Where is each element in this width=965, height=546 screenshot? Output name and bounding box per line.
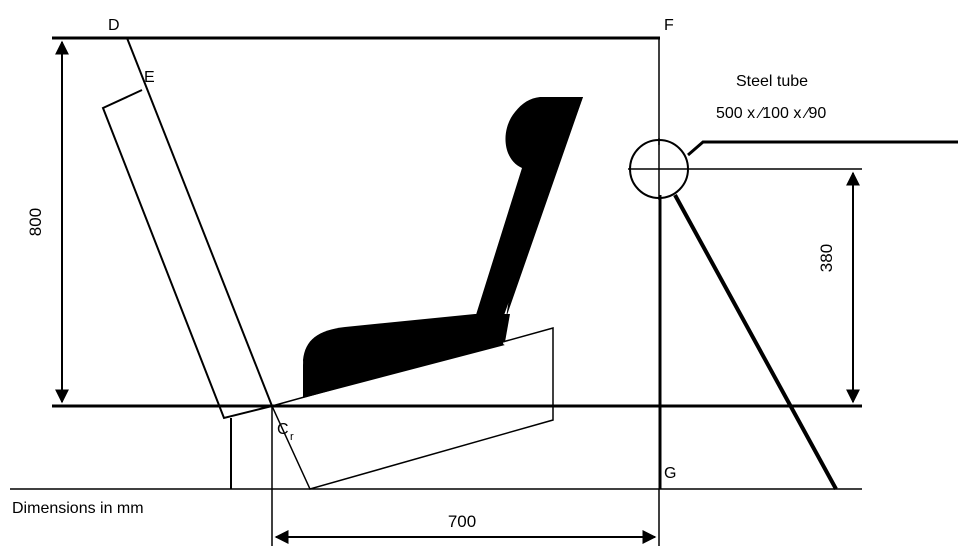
tube-support-strut	[673, 194, 838, 490]
seat-cushion-silhouette	[303, 314, 510, 396]
point-e-label: E	[144, 69, 155, 86]
point-d-label: D	[108, 17, 120, 34]
seat-back-silhouette	[475, 97, 583, 318]
backrest-line-d-cr	[126, 37, 273, 407]
steel-tube-title: Steel tube	[736, 73, 808, 90]
dimension-800-label: 800	[26, 208, 45, 236]
point-f-label: F	[664, 17, 674, 34]
steel-tube-dimensions: 500 x ∕100 x ∕90	[716, 105, 826, 122]
dimension-380-label: 380	[817, 244, 836, 272]
point-cr-subscript: r	[290, 431, 294, 443]
units-note: Dimensions in mm	[12, 500, 144, 517]
tube-leader-line	[687, 140, 958, 157]
backrest-board	[101, 89, 273, 420]
point-cr-label: C	[277, 421, 289, 438]
point-g-label: G	[664, 465, 676, 482]
dimension-700-label: 700	[448, 512, 476, 531]
